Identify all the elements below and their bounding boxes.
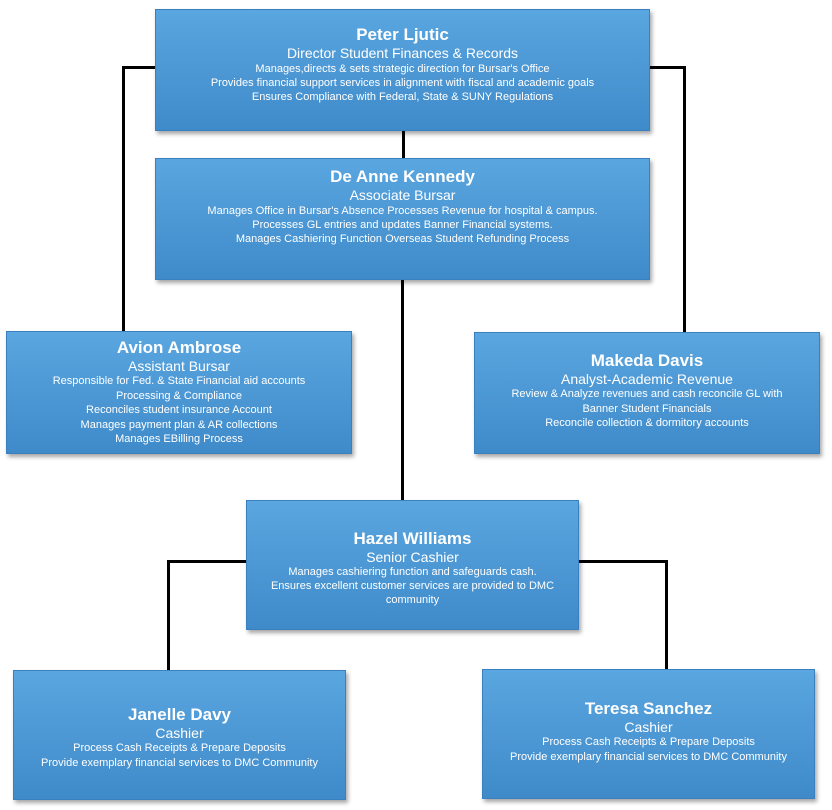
node-assistant-bursar: Avion Ambrose Assistant Bursar Responsib…	[6, 331, 352, 454]
node-name: De Anne Kennedy	[330, 167, 475, 186]
connector-cashier-left-horizontal	[167, 560, 247, 563]
description-line: Manages cashiering function and safeguar…	[288, 566, 537, 578]
node-description: Process Cash Receipts & Prepare Deposits…	[510, 735, 787, 765]
node-name: Janelle Davy	[127, 705, 231, 724]
description-line: Reconciles student insurance Account	[86, 404, 272, 416]
description-line: Process Cash Receipts & Prepare Deposits	[542, 736, 755, 748]
node-name: Teresa Sanchez	[584, 699, 713, 718]
description-line: Banner Student Financials	[582, 402, 712, 415]
description-line: Process Cash Receipts & Prepare Deposits	[73, 742, 286, 754]
node-name: Makeda Davis	[590, 351, 704, 370]
connector-cashier-right-horizontal	[578, 560, 668, 563]
node-name: Avion Ambrose	[116, 338, 242, 357]
node-associate-bursar: De Anne Kennedy Associate Bursar Manages…	[155, 158, 650, 280]
node-title: Associate Bursar	[349, 187, 456, 203]
node-title: Analyst-Academic Revenue	[561, 371, 733, 387]
description-line: Provides financial support services in a…	[210, 77, 595, 89]
description-line: Responsible for Fed. & State Financial a…	[52, 375, 306, 387]
connector-director-to-associate	[402, 130, 405, 160]
description-line: Manages EBilling Process	[115, 433, 243, 445]
node-title: Director Student Finances & Records	[286, 45, 519, 61]
description-line: Provide exemplary financial services to …	[510, 751, 787, 763]
description-line: Processes GL entries and updates Banner …	[252, 219, 553, 231]
connector-left-vertical	[122, 66, 125, 333]
node-director: Peter Ljutic Director Student Finances &…	[155, 9, 650, 131]
node-title: Cashier	[155, 725, 204, 741]
description-line: Ensures Compliance with Federal, State &…	[251, 91, 554, 103]
description-line: Manages Cashiering Function Overseas Stu…	[235, 233, 570, 245]
description-line: Manages Office in Bursar's Absence Proce…	[207, 205, 598, 217]
description-line: Provide exemplary financial services to …	[41, 757, 318, 769]
description-line: community	[385, 594, 440, 606]
node-description: Responsible for Fed. & State Financial a…	[53, 374, 306, 447]
node-cashier-janelle: Janelle Davy Cashier Process Cash Receip…	[13, 670, 346, 800]
connector-associate-to-senior-cashier	[401, 280, 404, 501]
description-line: Review & Analyze revenues and cash recon…	[511, 388, 783, 400]
node-senior-cashier: Hazel Williams Senior Cashier Manages ca…	[246, 500, 579, 630]
node-title: Cashier	[624, 719, 673, 735]
description-line: Processing & Compliance	[116, 389, 242, 402]
node-title: Senior Cashier	[366, 549, 459, 565]
node-description: Review & Analyze revenues and cash recon…	[511, 387, 782, 431]
node-description: Process Cash Receipts & Prepare Deposits…	[41, 741, 318, 771]
description-line: Manages,directs & sets strategic directi…	[255, 63, 550, 75]
node-description: Manages cashiering function and safeguar…	[271, 565, 554, 607]
connector-right-vertical	[683, 66, 686, 333]
description-line: Ensures excellent customer services are …	[270, 580, 555, 592]
node-name: Hazel Williams	[353, 529, 472, 548]
connector-left-horizontal	[122, 66, 155, 69]
node-analyst-academic-revenue: Makeda Davis Analyst-Academic Revenue Re…	[474, 332, 820, 454]
node-description: Manages,directs & sets strategic directi…	[211, 62, 594, 104]
node-cashier-teresa: Teresa Sanchez Cashier Process Cash Rece…	[482, 669, 815, 799]
node-description: Manages Office in Bursar's Absence Proce…	[207, 204, 597, 246]
description-line: Reconcile collection & dormitory account…	[545, 417, 749, 429]
node-name: Peter Ljutic	[356, 25, 449, 44]
node-title: Assistant Bursar	[128, 358, 230, 374]
connector-right-horizontal	[649, 66, 686, 69]
description-line: Manages payment plan & AR collections	[80, 418, 278, 431]
connector-cashier-right-vertical	[665, 560, 668, 671]
connector-cashier-left-vertical	[167, 560, 170, 671]
